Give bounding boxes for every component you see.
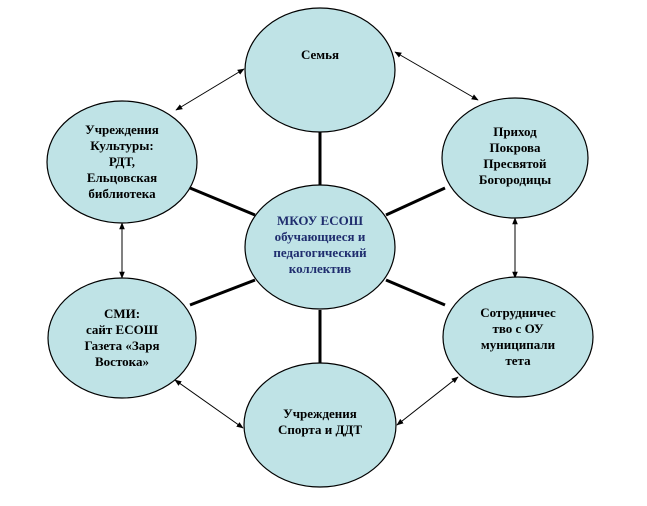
spoke-cooperation (385, 278, 446, 307)
node-sports-shape (243, 362, 397, 488)
node-media-shape (47, 277, 197, 399)
spoke-media (189, 278, 256, 307)
spoke-culture (189, 186, 256, 217)
arrow-family-parish (394, 51, 479, 101)
node-family-label: Семья (300, 47, 340, 62)
spoke-lines (189, 130, 446, 370)
arrow-sports-media (174, 379, 244, 429)
node-shapes (46, 7, 594, 488)
node-culture-shape (46, 100, 198, 224)
node-culture-label: Учреждения Культуры: РДТ, Ельцовская биб… (85, 122, 159, 201)
node-parish-shape (441, 97, 589, 219)
node-media-label: СМИ: сайт ЕСОШ Газета «Заря Востока» (84, 306, 160, 369)
node-cooperation-shape (442, 276, 594, 398)
node-sports-label: Учреждения Спорта и ДДТ (277, 406, 363, 437)
arrow-culture-family (175, 68, 245, 111)
node-cooperation-label: Сотрудничес тво с ОУ муниципали тета (480, 305, 556, 368)
node-center-label: МКОУ ЕСОШ обучающиеся и педагогический к… (273, 213, 367, 276)
node-center-shape (244, 184, 396, 310)
arrow-cooperation-sports (396, 376, 459, 426)
node-parish-label: Приход Покрова Пресвятой Богородицы (478, 124, 552, 187)
spoke-parish (385, 186, 446, 217)
arrow-lines (119, 51, 518, 429)
node-family-shape (244, 7, 396, 133)
